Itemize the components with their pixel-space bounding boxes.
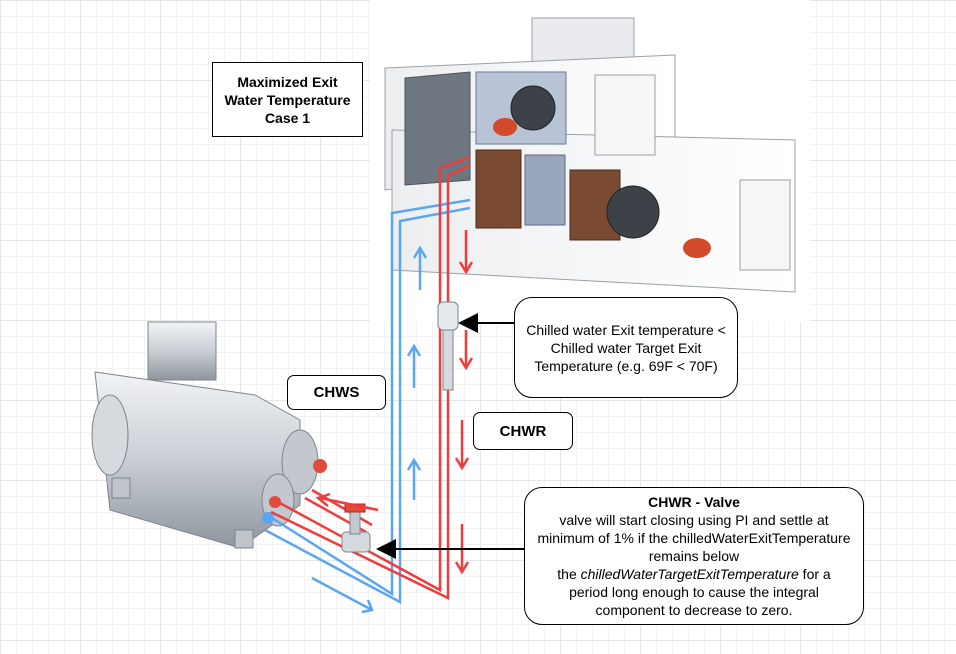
exit-callout-line-1: Chilled water Exit temperature < [526,321,726,338]
chwr-label: CHWR [473,412,573,450]
title-line-2: Water Temperature [224,91,351,108]
valve-callout-heading: CHWR - Valve [648,494,740,510]
chws-label: CHWS [287,375,386,410]
title-line-3: Case 1 [264,109,311,126]
valve-callout-line-4-prefix: the [557,566,581,582]
chws-pipe [264,198,471,605]
valve-callout: CHWR - Valve valve will start closing us… [524,487,864,625]
chiller [91,321,327,549]
valve-callout-line-4-suffix: for a [798,566,831,582]
valve-callout-variable: chilledWaterTargetExitTemperature [580,566,799,582]
diagram-title-box: Maximized Exit Water Temperature Case 1 [212,62,363,137]
chwr-valve-icon [341,503,371,553]
chws-flow-arrows [311,245,428,614]
title-line-1: Maximized Exit [237,73,338,90]
exit-temperature-callout: Chilled water Exit temperature < Chilled… [514,297,738,398]
exit-callout-line-3: Temperature (e.g. 69F < 70F) [534,357,718,374]
valve-callout-line-2: minimum of 1% if the chilledWaterExitTem… [537,530,851,546]
chwr-flow-arrows [315,230,474,575]
exit-callout-line-2: Chilled water Target Exit [550,339,702,356]
valve-callout-line-3: remains below [648,548,740,564]
valve-callout-line-4: the chilledWaterTargetExitTemperature fo… [531,565,857,583]
valve-callout-line-1: valve will start closing using PI and se… [559,512,829,528]
valve-callout-line-5: period long enough to cause the integral [569,584,819,600]
valve-callout-line-6: component to decrease to zero. [595,602,793,618]
